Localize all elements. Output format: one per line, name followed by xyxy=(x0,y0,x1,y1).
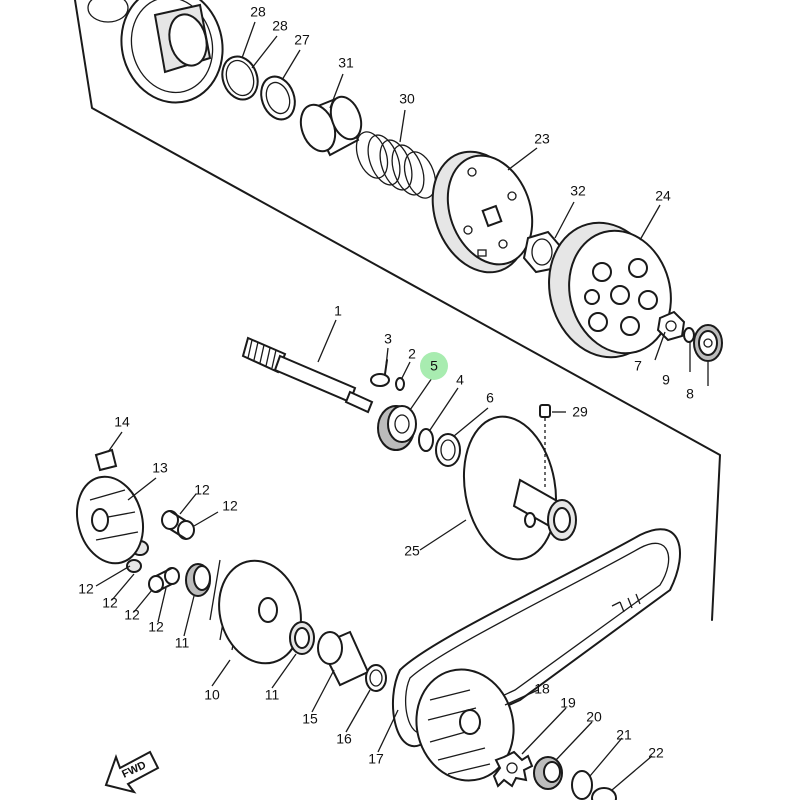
callout-20: 20 xyxy=(586,709,602,725)
callout-21: 21 xyxy=(616,727,632,743)
washer-21 xyxy=(571,770,593,800)
callout-11b: 11 xyxy=(265,687,280,703)
ratchet-19 xyxy=(492,750,534,788)
callout-29: 29 xyxy=(572,404,588,420)
primary-sheave-10 xyxy=(209,559,302,665)
collar-11a xyxy=(185,563,211,597)
callout-28b: 28 xyxy=(272,18,288,34)
ramp-plate-13 xyxy=(76,475,144,565)
callout-1: 1 xyxy=(334,303,342,319)
bearing-5 xyxy=(377,405,417,451)
washer-6 xyxy=(435,433,461,467)
callout-23: 23 xyxy=(534,131,550,147)
clip-14 xyxy=(94,448,118,472)
callout-5-highlight xyxy=(420,352,448,380)
callout-4: 4 xyxy=(456,372,464,388)
callout-30: 30 xyxy=(399,91,415,107)
callout-22: 22 xyxy=(648,745,664,761)
callout-27: 27 xyxy=(294,32,310,48)
fan-pulley-18 xyxy=(415,668,515,782)
bolt-3 xyxy=(370,359,390,387)
callout-31: 31 xyxy=(338,55,354,71)
callout-13: 13 xyxy=(152,460,168,476)
callout-14: 14 xyxy=(114,414,130,430)
callout-3: 3 xyxy=(384,331,392,347)
clip-4 xyxy=(418,428,434,452)
callout-8: 8 xyxy=(686,386,694,402)
callout-12d: 12 xyxy=(102,595,118,611)
sleeve-15 xyxy=(317,630,370,687)
washer-9 xyxy=(683,327,695,343)
ring-27 xyxy=(260,75,296,121)
callout-7: 7 xyxy=(634,358,642,374)
leader-lines xyxy=(95,21,709,791)
roller-weight-12a xyxy=(161,510,195,540)
callout-labels: 28 28 27 31 30 23 32 24 1 3 2 5 4 6 29 7… xyxy=(78,4,694,767)
callout-12f: 12 xyxy=(148,619,164,635)
roller-weight-12c xyxy=(148,567,180,593)
callout-17: 17 xyxy=(368,751,384,767)
clutch-housing-top xyxy=(87,0,224,104)
callout-16: 16 xyxy=(336,731,352,747)
shaft-1 xyxy=(241,336,374,414)
callout-12e: 12 xyxy=(124,607,140,623)
nut-22 xyxy=(591,787,617,800)
callout-15: 15 xyxy=(302,711,318,727)
callout-2: 2 xyxy=(408,346,416,362)
callout-12c: 12 xyxy=(78,581,94,597)
callout-12b: 12 xyxy=(222,498,238,514)
callout-10: 10 xyxy=(204,687,220,703)
collar-11b xyxy=(289,621,315,655)
callout-32: 32 xyxy=(570,183,586,199)
washer-2 xyxy=(395,377,405,391)
callout-9: 9 xyxy=(662,372,670,388)
callout-5: 5 xyxy=(430,358,438,374)
callout-18: 18 xyxy=(534,681,550,697)
callout-11a: 11 xyxy=(175,635,190,651)
fwd-arrow-icon: FWD xyxy=(104,750,160,794)
spring-30 xyxy=(355,131,437,199)
clutch-carrier-23 xyxy=(431,150,534,274)
nut-7 xyxy=(656,310,686,342)
callout-19: 19 xyxy=(560,695,576,711)
callout-25: 25 xyxy=(404,543,420,559)
callout-24: 24 xyxy=(655,188,671,204)
callout-6: 6 xyxy=(486,390,494,406)
assembly-frame xyxy=(74,0,721,621)
clutch-housing-24 xyxy=(548,221,672,359)
nut-20 xyxy=(533,756,563,790)
callout-28a: 28 xyxy=(250,4,266,20)
pin-29 xyxy=(539,404,551,488)
bearing-8 xyxy=(693,324,723,362)
collar-31 xyxy=(299,95,363,157)
sheave-25 xyxy=(462,415,577,561)
ring-28a xyxy=(221,55,259,101)
callout-12a: 12 xyxy=(194,482,210,498)
washer-16 xyxy=(365,664,387,692)
